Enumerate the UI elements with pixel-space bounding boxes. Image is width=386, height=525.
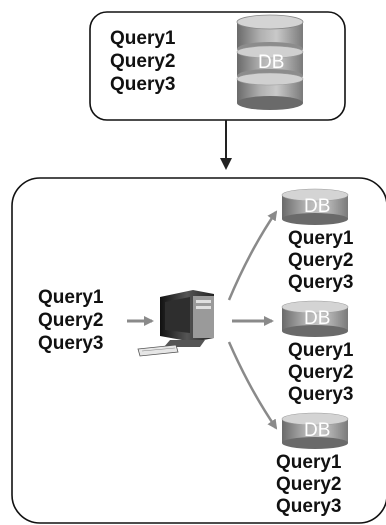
- arrow-to-shard-1: [227, 210, 278, 301]
- client-query-1: Query1: [38, 287, 104, 308]
- shard-1-database-icon: [281, 188, 349, 225]
- shard-3-database-icon: [281, 412, 349, 449]
- arrow-to-shard-3: [227, 341, 278, 430]
- client-query-3: Query3: [38, 333, 103, 354]
- top-query-2: Query2: [110, 51, 175, 72]
- top-db-label: DB: [258, 52, 284, 73]
- bottom-box: Query1 Query2 Query3 DB: [11, 177, 386, 524]
- shard-2-query-2: Query2: [288, 362, 353, 383]
- shard-1-query-1: Query1: [288, 228, 354, 249]
- shard-2-database-icon: [281, 300, 349, 337]
- top-database-icon: [236, 14, 304, 110]
- computer-icon: [137, 290, 214, 357]
- shard-2-query-1: Query1: [288, 340, 354, 361]
- shard-3-query-2: Query2: [276, 474, 341, 495]
- client-query-2: Query2: [38, 310, 103, 331]
- shard-3-query-1: Query1: [276, 452, 342, 473]
- shard-3: DB Query1 Query2 Query3: [276, 412, 349, 517]
- shard-1-db-label: DB: [304, 196, 330, 217]
- shard-2-db-label: DB: [304, 308, 330, 329]
- top-query-1: Query1: [110, 28, 176, 49]
- shard-2: DB Query1 Query2 Query3: [281, 300, 354, 405]
- shard-3-query-3: Query3: [276, 496, 341, 517]
- shard-1-query-3: Query3: [288, 272, 353, 293]
- shard-1-query-2: Query2: [288, 250, 353, 271]
- shard-1: DB Query1 Query2 Query3: [281, 188, 354, 293]
- shard-2-query-3: Query3: [288, 384, 353, 405]
- shard-3-db-label: DB: [304, 420, 330, 441]
- top-query-3: Query3: [110, 74, 175, 95]
- top-box: Query1 Query2 Query3 DB: [89, 11, 346, 121]
